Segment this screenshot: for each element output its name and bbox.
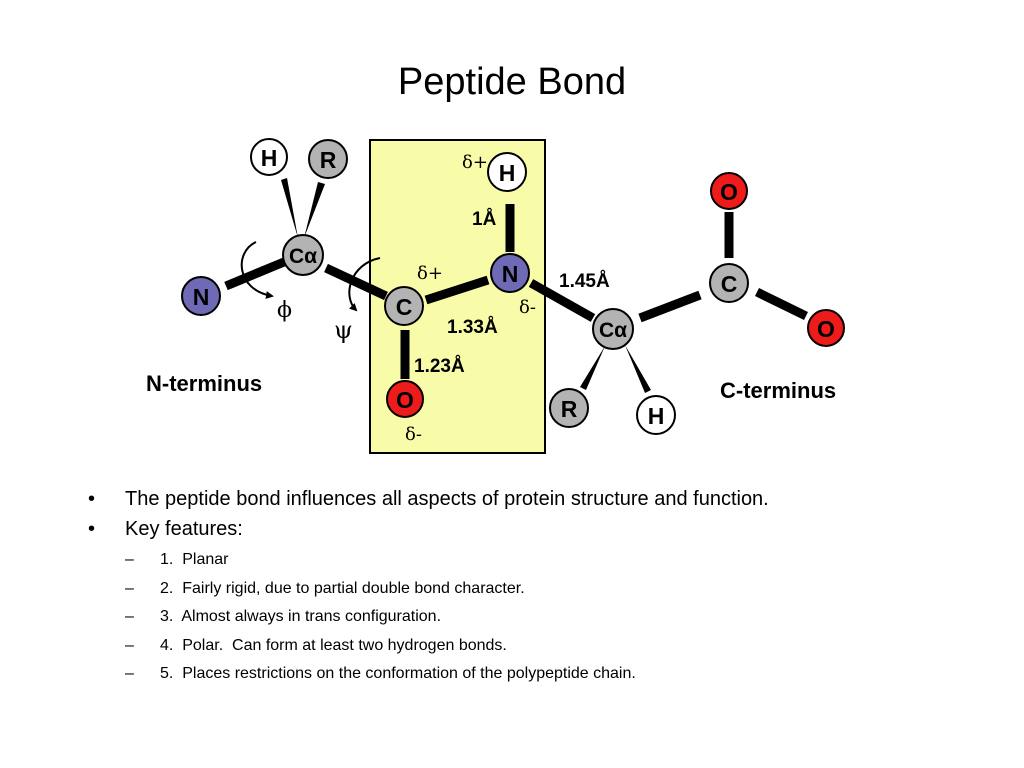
charge-h-amide: δ+ xyxy=(462,152,488,173)
bullet-item: The peptide bond influences all aspects … xyxy=(88,484,988,514)
atom-o-carbonyl: O xyxy=(386,380,424,418)
bond-c-o-right xyxy=(755,287,808,321)
charge-o-carbonyl: δ- xyxy=(405,424,422,445)
atom-label: Cα xyxy=(289,245,317,268)
atom-c-carbonyl: C xyxy=(384,286,424,326)
phi-symbol: ϕ xyxy=(277,298,292,323)
atom-h-amide: H xyxy=(487,152,527,192)
bond-length-c-o: 1.23Å xyxy=(414,356,465,377)
bullet-text: Key features: xyxy=(125,518,243,540)
atom-label: O xyxy=(396,387,414,413)
atom-label: R xyxy=(320,147,337,173)
atom-label: N xyxy=(502,261,519,287)
atom-label: Cα xyxy=(599,319,627,342)
bond-length-c-n: 1.33Å xyxy=(447,317,498,338)
bond-n-ca-right xyxy=(528,279,596,322)
bond-c-n xyxy=(424,275,490,305)
atom-c-carboxyl: C xyxy=(709,263,749,303)
atom-r-bottom: R xyxy=(549,388,589,428)
peptide-bond-diagram: N H R Cα C O N H Cα R H C xyxy=(146,138,845,454)
bond-ca-c-carboxyl xyxy=(638,290,702,323)
bond-ca-c xyxy=(324,263,388,301)
atom-label: O xyxy=(817,316,835,342)
bond-length-n-h: 1Å xyxy=(472,209,497,230)
atom-label: H xyxy=(499,160,516,186)
atom-label: O xyxy=(720,179,738,205)
charge-n-amide: δ- xyxy=(519,297,536,318)
wedge-bond-r-bottom xyxy=(580,346,605,390)
key-features-list: 1. Planar 2. Fairly rigid, due to partia… xyxy=(125,546,988,689)
wedge-bond-h-bottom xyxy=(625,345,651,393)
phi-rotation-arrow xyxy=(240,241,274,299)
atom-n-left: N xyxy=(181,276,221,316)
sub-bullet-item: 2. Fairly rigid, due to partial double b… xyxy=(125,575,988,604)
sub-bullet-item: 5. Places restrictions on the conformati… xyxy=(125,660,988,689)
charge-c-carbonyl: δ+ xyxy=(417,263,443,284)
n-terminus-label: N-terminus xyxy=(146,371,262,396)
atom-ca-left: Cα xyxy=(282,234,324,276)
atom-label: C xyxy=(396,294,413,320)
atom-h-top: H xyxy=(250,138,288,176)
atom-o-carboxyl-right: O xyxy=(807,309,845,347)
psi-rotation-arrow xyxy=(348,257,381,312)
atom-label: R xyxy=(561,396,578,422)
atom-h-bottom: H xyxy=(636,395,676,435)
atom-o-carboxyl-top: O xyxy=(710,172,748,210)
atom-ca-right: Cα xyxy=(592,308,634,350)
bond-length-n-ca: 1.45Å xyxy=(559,271,610,292)
sub-bullet-item: 1. Planar xyxy=(125,546,988,575)
atom-label: H xyxy=(261,145,278,171)
psi-symbol: ψ xyxy=(334,316,353,344)
wedge-bond-r-top xyxy=(304,182,325,238)
sub-bullet-item: 3. Almost always in trans configuration. xyxy=(125,603,988,632)
c-terminus-label: C-terminus xyxy=(720,378,836,403)
atom-n-amide: N xyxy=(490,253,530,293)
atom-r-top: R xyxy=(308,139,348,179)
bullet-text: The peptide bond influences all aspects … xyxy=(125,488,769,510)
atom-label: N xyxy=(193,284,210,310)
bullet-item: Key features: 1. Planar 2. Fairly rigid,… xyxy=(88,514,988,689)
slide-title: Peptide Bond xyxy=(397,61,627,103)
wedge-bond-h-top xyxy=(281,178,298,238)
atom-label: C xyxy=(721,271,738,297)
bullet-list: The peptide bond influences all aspects … xyxy=(88,484,988,689)
sub-bullet-item: 4. Polar. Can form at least two hydrogen… xyxy=(125,632,988,661)
atom-label: H xyxy=(648,403,665,429)
bond-n-ca-left xyxy=(224,257,286,291)
